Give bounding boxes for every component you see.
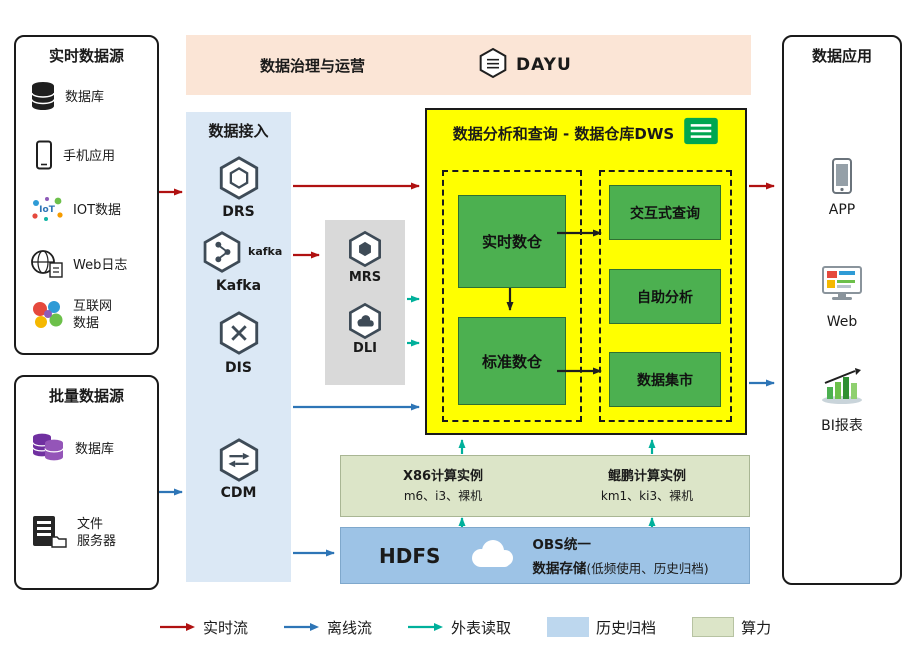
source-item-internet: 互联网 数据 bbox=[30, 299, 112, 333]
dws-warehouse-group bbox=[442, 170, 582, 422]
kafka-hexagon-icon bbox=[200, 231, 244, 278]
legend-archive: 历史归档 bbox=[547, 617, 656, 638]
obs-cloud-icon bbox=[466, 537, 518, 575]
source-label: 文件 服务器 bbox=[77, 517, 117, 549]
dli-label: DLI bbox=[353, 341, 377, 356]
internet-data-icon bbox=[30, 299, 64, 333]
file-server-icon bbox=[30, 515, 68, 553]
mobile-phone-icon bbox=[30, 140, 54, 174]
source-label: 手机应用 bbox=[63, 148, 116, 164]
compute-swatch bbox=[692, 617, 735, 637]
hdfs-label: HDFS bbox=[379, 543, 441, 568]
legend-offline-label: 离线流 bbox=[327, 618, 373, 637]
source-label: 数据库 bbox=[65, 89, 105, 105]
compute-instances-box: X86计算实例 m6、i3、裸机 鲲鹏计算实例 km1、ki3、裸机 bbox=[340, 455, 750, 517]
drs-hexagon-icon bbox=[216, 156, 262, 205]
archive-swatch bbox=[547, 617, 590, 637]
governance-bar: 数据治理与运营 DAYU bbox=[186, 35, 751, 95]
service-drs bbox=[186, 155, 291, 205]
x86-compute-group: X86计算实例 m6、i3、裸机 bbox=[341, 456, 545, 516]
realtime-sources-panel: 实时数据源 数据库 手机应用 bbox=[14, 35, 159, 355]
mrs-label: MRS bbox=[348, 270, 382, 285]
dws-title: 数据分析和查询 - 数据仓库DWS bbox=[452, 124, 675, 143]
source-item-mobile: 手机应用 bbox=[30, 140, 115, 174]
source-item-database: 数据库 bbox=[30, 81, 104, 115]
database-purple-icon bbox=[30, 432, 66, 468]
app-label: APP bbox=[828, 202, 856, 218]
source-item-fileserver: 文件 服务器 bbox=[30, 515, 116, 553]
governance-title: 数据治理与运营 bbox=[260, 56, 366, 75]
web-log-icon bbox=[30, 249, 64, 283]
obs-line1: OBS统一 bbox=[532, 536, 591, 553]
service-kafka: kafka bbox=[186, 230, 291, 278]
service-cdm bbox=[186, 437, 291, 487]
ingestion-column: 数据接入 DRS kafka bbox=[186, 112, 291, 582]
service-cdm-label: CDM bbox=[220, 485, 257, 501]
module-interactive-query: 交互式查询 bbox=[609, 185, 721, 240]
bi-report-label: BI报表 bbox=[821, 418, 863, 434]
web-label: Web bbox=[826, 314, 858, 330]
dws-document-icon bbox=[683, 117, 719, 149]
legend-realtime: 实时流 bbox=[160, 617, 248, 638]
legend-external: 外表读取 bbox=[408, 617, 511, 638]
dayu-hexagon-icon bbox=[477, 46, 509, 84]
dis-hexagon-icon bbox=[216, 311, 262, 360]
hdfs-obs-box: HDFS OBS统一 数据存储(低频使用、历史归档) bbox=[340, 527, 750, 584]
source-item-weblog: Web日志 bbox=[30, 249, 127, 283]
app-phone-icon bbox=[784, 157, 900, 199]
svg-text:IoT: IoT bbox=[39, 205, 56, 215]
service-drs-label: DRS bbox=[222, 204, 255, 220]
obs-storage-text: OBS统一 数据存储(低频使用、历史归档) bbox=[532, 532, 708, 579]
mrs-hexagon-icon bbox=[325, 230, 405, 272]
kunpeng-compute-title: 鲲鹏计算实例 bbox=[607, 469, 686, 485]
applications-panel: 数据应用 APP Web bbox=[782, 35, 902, 585]
obs-line2: 数据存储 bbox=[532, 560, 587, 577]
legend-realtime-label: 实时流 bbox=[203, 618, 249, 637]
source-item-iot: IoT IOT数据 bbox=[30, 195, 121, 227]
dws-panel: 数据分析和查询 - 数据仓库DWS 实时数仓 标准数仓 交互式查询 自助分析 数… bbox=[425, 108, 747, 435]
legend: 实时流 离线流 外表读取 历史归档 算力 bbox=[160, 614, 771, 640]
database-icon bbox=[30, 81, 56, 115]
teal-arrow-icon bbox=[408, 618, 444, 637]
source-label: Web日志 bbox=[73, 257, 128, 273]
blue-arrow-icon bbox=[284, 618, 320, 637]
source-item-batch-database: 数据库 bbox=[30, 432, 114, 468]
dayu-logo-text: DAYU bbox=[516, 55, 572, 75]
legend-external-label: 外表读取 bbox=[451, 618, 512, 637]
batch-sources-title: 批量数据源 bbox=[48, 387, 124, 405]
dws-query-group bbox=[599, 170, 732, 422]
module-standard-warehouse: 标准数仓 bbox=[458, 317, 566, 405]
service-dis-label: DIS bbox=[225, 360, 252, 376]
x86-compute-title: X86计算实例 bbox=[402, 469, 484, 485]
kafka-wordmark: kafka bbox=[248, 245, 283, 258]
source-label: 数据库 bbox=[75, 441, 115, 457]
kunpeng-compute-detail: km1、ki3、裸机 bbox=[600, 488, 694, 503]
dli-hexagon-icon bbox=[325, 302, 405, 344]
obs-note: (低频使用、历史归档) bbox=[586, 560, 709, 576]
source-label: IOT数据 bbox=[73, 202, 122, 218]
legend-offline: 离线流 bbox=[284, 617, 372, 638]
module-realtime-warehouse: 实时数仓 bbox=[458, 195, 566, 288]
legend-compute-label: 算力 bbox=[741, 618, 772, 637]
batch-sources-panel: 批量数据源 数据库 bbox=[14, 375, 159, 590]
dayu-logo: DAYU bbox=[477, 46, 572, 84]
iot-icon: IoT bbox=[30, 195, 64, 227]
bi-report-icon bbox=[784, 367, 900, 409]
module-self-service-analysis: 自助分析 bbox=[609, 269, 721, 324]
ingestion-title: 数据接入 bbox=[208, 122, 269, 140]
red-arrow-icon bbox=[160, 618, 196, 637]
analytics-services-box: MRS DLI bbox=[325, 220, 405, 385]
legend-compute: 算力 bbox=[692, 617, 771, 638]
source-label: 互联网 数据 bbox=[73, 299, 113, 331]
realtime-sources-title: 实时数据源 bbox=[48, 47, 124, 65]
legend-archive-label: 历史归档 bbox=[596, 618, 657, 637]
x86-compute-detail: m6、i3、裸机 bbox=[403, 488, 483, 503]
service-dis bbox=[186, 310, 291, 360]
cdm-hexagon-icon bbox=[216, 438, 262, 487]
service-kafka-label: Kafka bbox=[215, 278, 262, 294]
web-monitor-icon bbox=[784, 265, 900, 307]
applications-title: 数据应用 bbox=[811, 47, 872, 65]
module-data-mart: 数据集市 bbox=[609, 352, 721, 407]
kunpeng-compute-group: 鲲鹏计算实例 km1、ki3、裸机 bbox=[545, 456, 749, 516]
